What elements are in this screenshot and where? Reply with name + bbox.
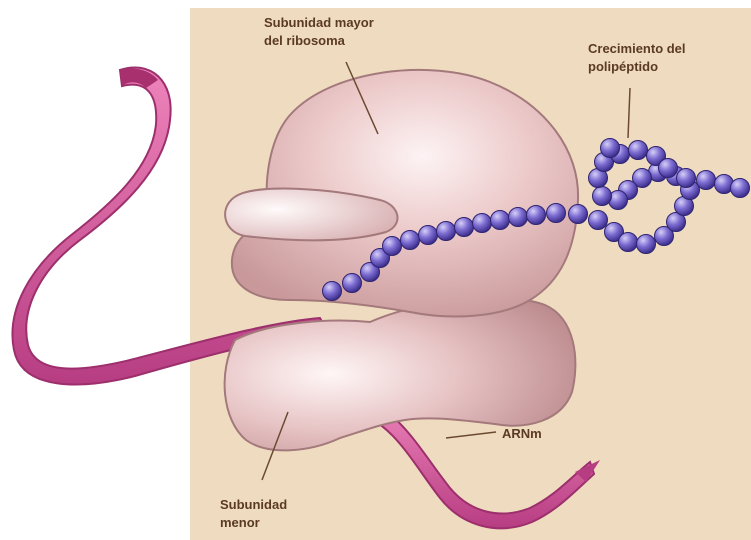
amino-acid-bead: [491, 211, 510, 230]
amino-acid-bead: [323, 282, 342, 301]
amino-acid-bead: [509, 208, 528, 227]
amino-acid-bead: [629, 141, 648, 160]
amino-acid-bead: [659, 159, 678, 178]
amino-acid-bead: [383, 237, 402, 256]
label-mrna: ARNm: [502, 426, 542, 441]
label-small-subunit-1: Subunidad: [220, 497, 287, 512]
amino-acid-bead: [419, 226, 438, 245]
label-polypeptide-2: polipéptido: [588, 59, 658, 74]
amino-acid-bead: [619, 233, 638, 252]
amino-acid-bead: [593, 187, 612, 206]
amino-acid-bead: [601, 139, 620, 158]
amino-acid-bead: [473, 214, 492, 233]
label-small-subunit-2: menor: [220, 515, 260, 530]
label-large-subunit-2: del ribosoma: [264, 33, 346, 48]
amino-acid-bead: [547, 204, 566, 223]
amino-acid-bead: [343, 274, 362, 293]
amino-acid-bead: [569, 205, 588, 224]
amino-acid-bead: [437, 222, 456, 241]
amino-acid-bead: [697, 171, 716, 190]
amino-acid-bead: [455, 218, 474, 237]
amino-acid-bead: [677, 169, 696, 188]
amino-acid-bead: [589, 211, 608, 230]
amino-acid-bead: [731, 179, 750, 198]
label-large-subunit-1: Subunidad mayor: [264, 15, 374, 30]
amino-acid-bead: [527, 206, 546, 225]
label-polypeptide-1: Crecimiento del: [588, 41, 686, 56]
amino-acid-bead: [401, 231, 420, 250]
amino-acid-bead: [637, 235, 656, 254]
